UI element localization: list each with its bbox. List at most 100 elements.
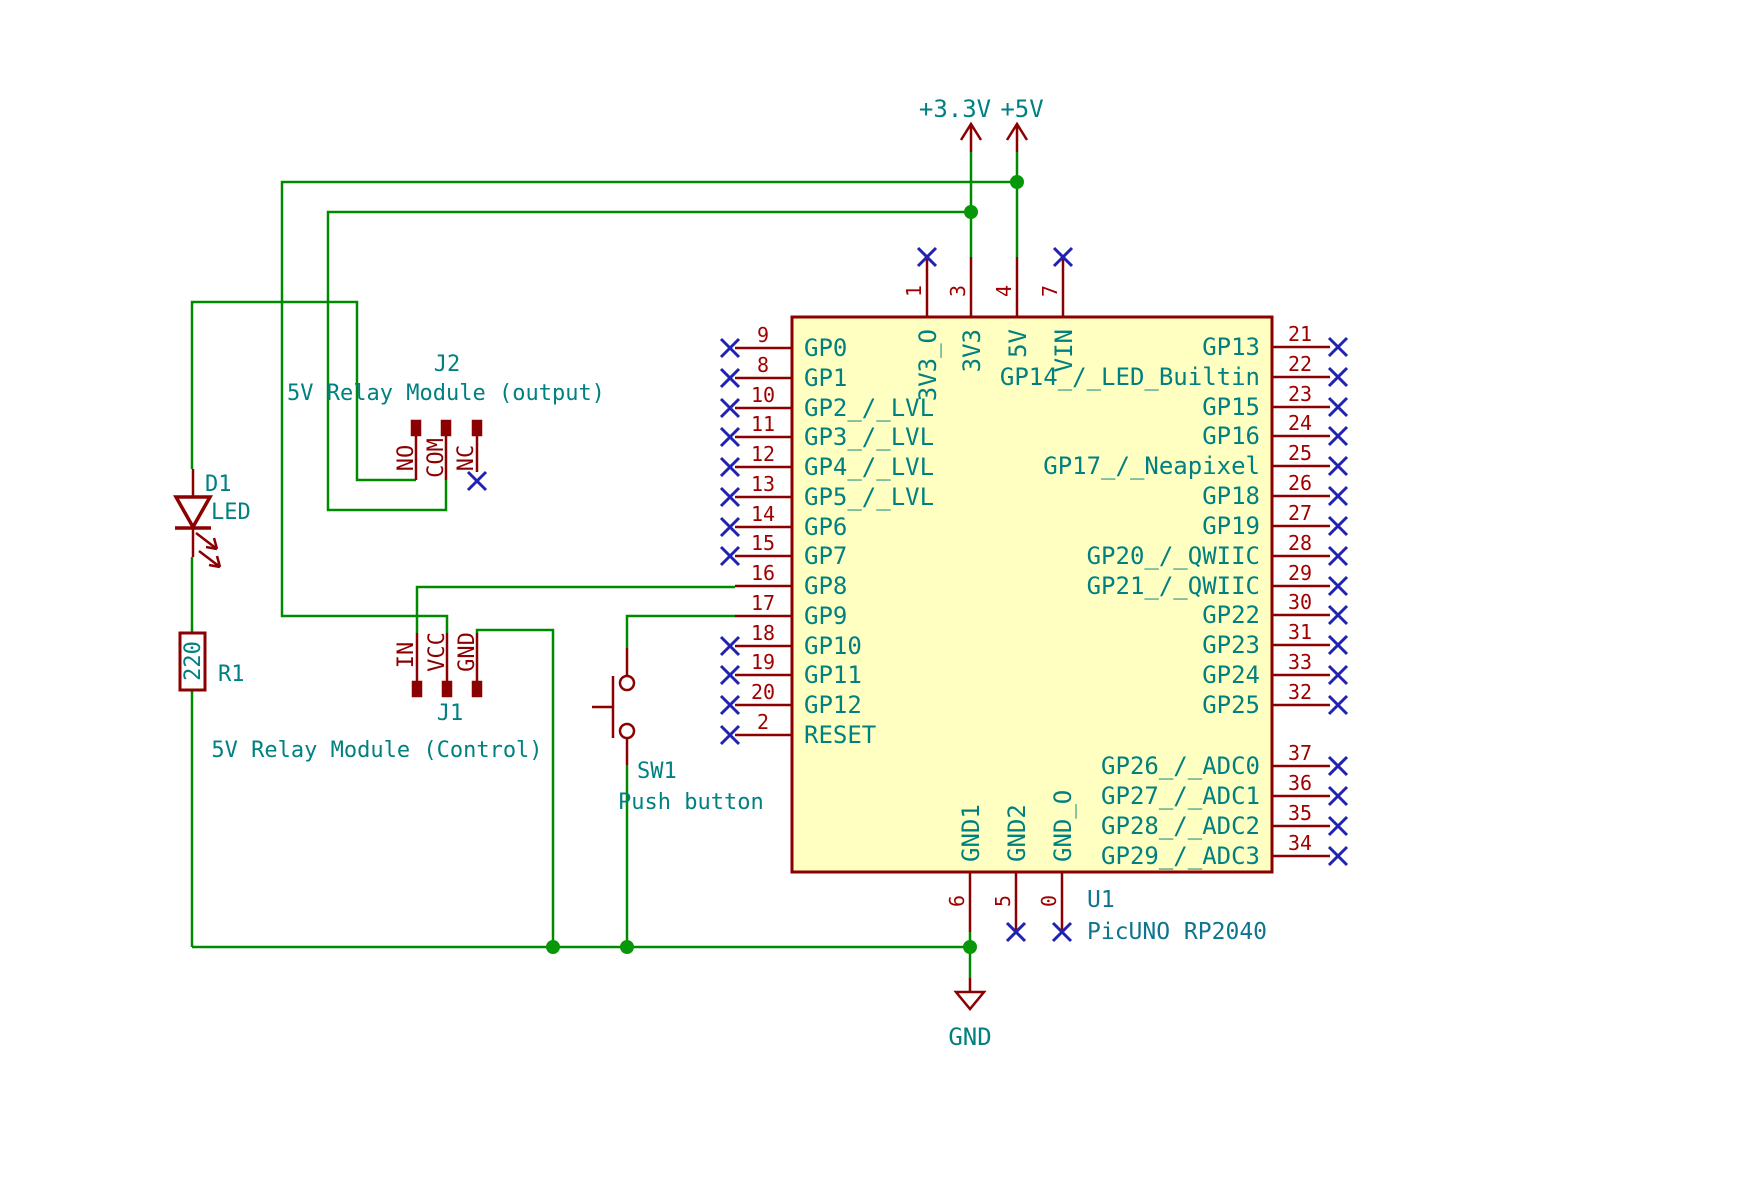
wire-gp8-to-in <box>415 585 735 633</box>
pin-name: GP22 <box>1202 601 1260 629</box>
junction-dot <box>963 940 977 954</box>
pin-name: GP20_/_QWIIC <box>1087 542 1260 570</box>
no-connect-icon <box>1327 396 1349 418</box>
pin-name: GP27_/_ADC1 <box>1101 782 1260 810</box>
resistor-reference: R1 <box>218 662 245 687</box>
pin-number: 20 <box>751 680 775 704</box>
pin-name: GP23 <box>1202 631 1260 659</box>
pin-number: 15 <box>751 531 775 555</box>
no-connect-icon <box>466 470 488 492</box>
pin-name: GP25 <box>1202 691 1260 719</box>
pin-name: GP5_/_LVL <box>804 483 934 511</box>
pin-name: GP17_/_Neapixel <box>1043 452 1260 480</box>
pin-name: VIN <box>1050 329 1078 372</box>
pin-name: 3V3_O <box>914 329 942 401</box>
pin-name: GND_O <box>1049 790 1077 862</box>
pin-name: GP11 <box>804 661 862 689</box>
pin-name: GP0 <box>804 334 847 362</box>
wires <box>190 152 1019 978</box>
pin-number: 34 <box>1288 831 1312 855</box>
wire-no-to-led <box>190 300 416 482</box>
no-connect-icon <box>1327 755 1349 777</box>
junction-dot <box>964 205 978 219</box>
no-connect-icon <box>1327 604 1349 626</box>
pin-name: COM <box>424 438 449 478</box>
pin-number: 36 <box>1288 771 1312 795</box>
no-connect-icon <box>1051 921 1073 943</box>
connector-reference: J1 <box>437 701 464 726</box>
pin-number: 11 <box>751 412 775 436</box>
led-emission-arrow-icon <box>195 532 219 551</box>
power-label-3v3: +3.3V <box>919 95 991 123</box>
pin-name: 3V3 <box>958 329 986 372</box>
resistor-symbol <box>178 631 207 692</box>
pin-number: 5 <box>991 895 1015 907</box>
no-connect-icon <box>719 635 741 657</box>
resistor-value: 220 <box>181 641 206 681</box>
pin-number: 37 <box>1288 741 1312 765</box>
pin-number: 12 <box>751 442 775 466</box>
pin-number: 21 <box>1288 322 1312 346</box>
pin-number: 26 <box>1288 471 1312 495</box>
connector-value: 5V Relay Module (Control) <box>211 738 542 763</box>
connector-pin-icon <box>441 680 453 698</box>
no-connect-icon <box>719 397 741 419</box>
no-connect-icon <box>719 516 741 538</box>
pin-name: GP21_/_QWIIC <box>1087 572 1260 600</box>
pin-name: GP18 <box>1202 482 1260 510</box>
junction-dot <box>1010 175 1024 189</box>
led-reference: D1 <box>205 472 232 497</box>
wire-3v3-net <box>326 210 971 512</box>
no-connect-icon <box>719 724 741 746</box>
no-connect-icon <box>1052 246 1074 268</box>
switch-reference: SW1 <box>637 759 677 784</box>
no-connect-icon <box>1327 366 1349 388</box>
pin-name: VCC <box>425 632 450 672</box>
chip-reference: U1 <box>1087 887 1115 913</box>
pin-name: GP12 <box>804 691 862 719</box>
pin-number: 9 <box>757 323 769 347</box>
no-connect-icon <box>1327 455 1349 477</box>
power-arrow-up-icon <box>959 121 983 152</box>
pin-name: GND1 <box>957 804 985 862</box>
no-connect-icon <box>1327 575 1349 597</box>
no-connect-icon <box>719 456 741 478</box>
pin-name: GP4_/_LVL <box>804 453 934 481</box>
gnd-symbol: GND <box>948 978 992 1051</box>
pin-name: GND2 <box>1003 804 1031 862</box>
connector-j2: NO COM NC J2 5V Relay Module (output) <box>287 352 605 492</box>
pin-name: GP16 <box>1202 422 1260 450</box>
led-value: LED <box>211 500 251 525</box>
junction-dots <box>546 175 1024 954</box>
no-connect-icon <box>1327 694 1349 716</box>
pin-name: IN <box>394 642 419 669</box>
no-connect-icon <box>1327 815 1349 837</box>
wire-gp9-to-sw1 <box>625 614 735 648</box>
pin-name: GP9 <box>804 602 847 630</box>
pin-name: GP1 <box>804 364 847 392</box>
no-connect-icon <box>1327 845 1349 867</box>
pin-number: 32 <box>1288 680 1312 704</box>
pin-name: GP7 <box>804 542 847 570</box>
pin-name: GP26_/_ADC0 <box>1101 752 1260 780</box>
no-connect-icon <box>1327 485 1349 507</box>
no-connect-icon <box>719 486 741 508</box>
pin-name: GP15 <box>1202 393 1260 421</box>
led-triangle-icon <box>172 495 214 531</box>
pin-number: 31 <box>1288 620 1312 644</box>
pin-number: 4 <box>992 285 1016 297</box>
switch-value: Push button <box>618 790 764 815</box>
led-emission-arrow-icon <box>198 550 222 569</box>
no-connect-icon <box>719 664 741 686</box>
pin-name: GP14_/_LED_Builtin <box>1000 363 1260 391</box>
connector-reference: J2 <box>434 352 461 377</box>
no-connect-icon <box>719 694 741 716</box>
pin-name: 5V <box>1004 329 1032 358</box>
pin-name: NC <box>454 445 479 472</box>
pin-number: 2 <box>757 710 769 734</box>
no-connect-icon <box>719 337 741 359</box>
pin-number: 29 <box>1288 561 1312 585</box>
connector-pin-icon <box>410 419 422 437</box>
junction-dot <box>620 940 634 954</box>
